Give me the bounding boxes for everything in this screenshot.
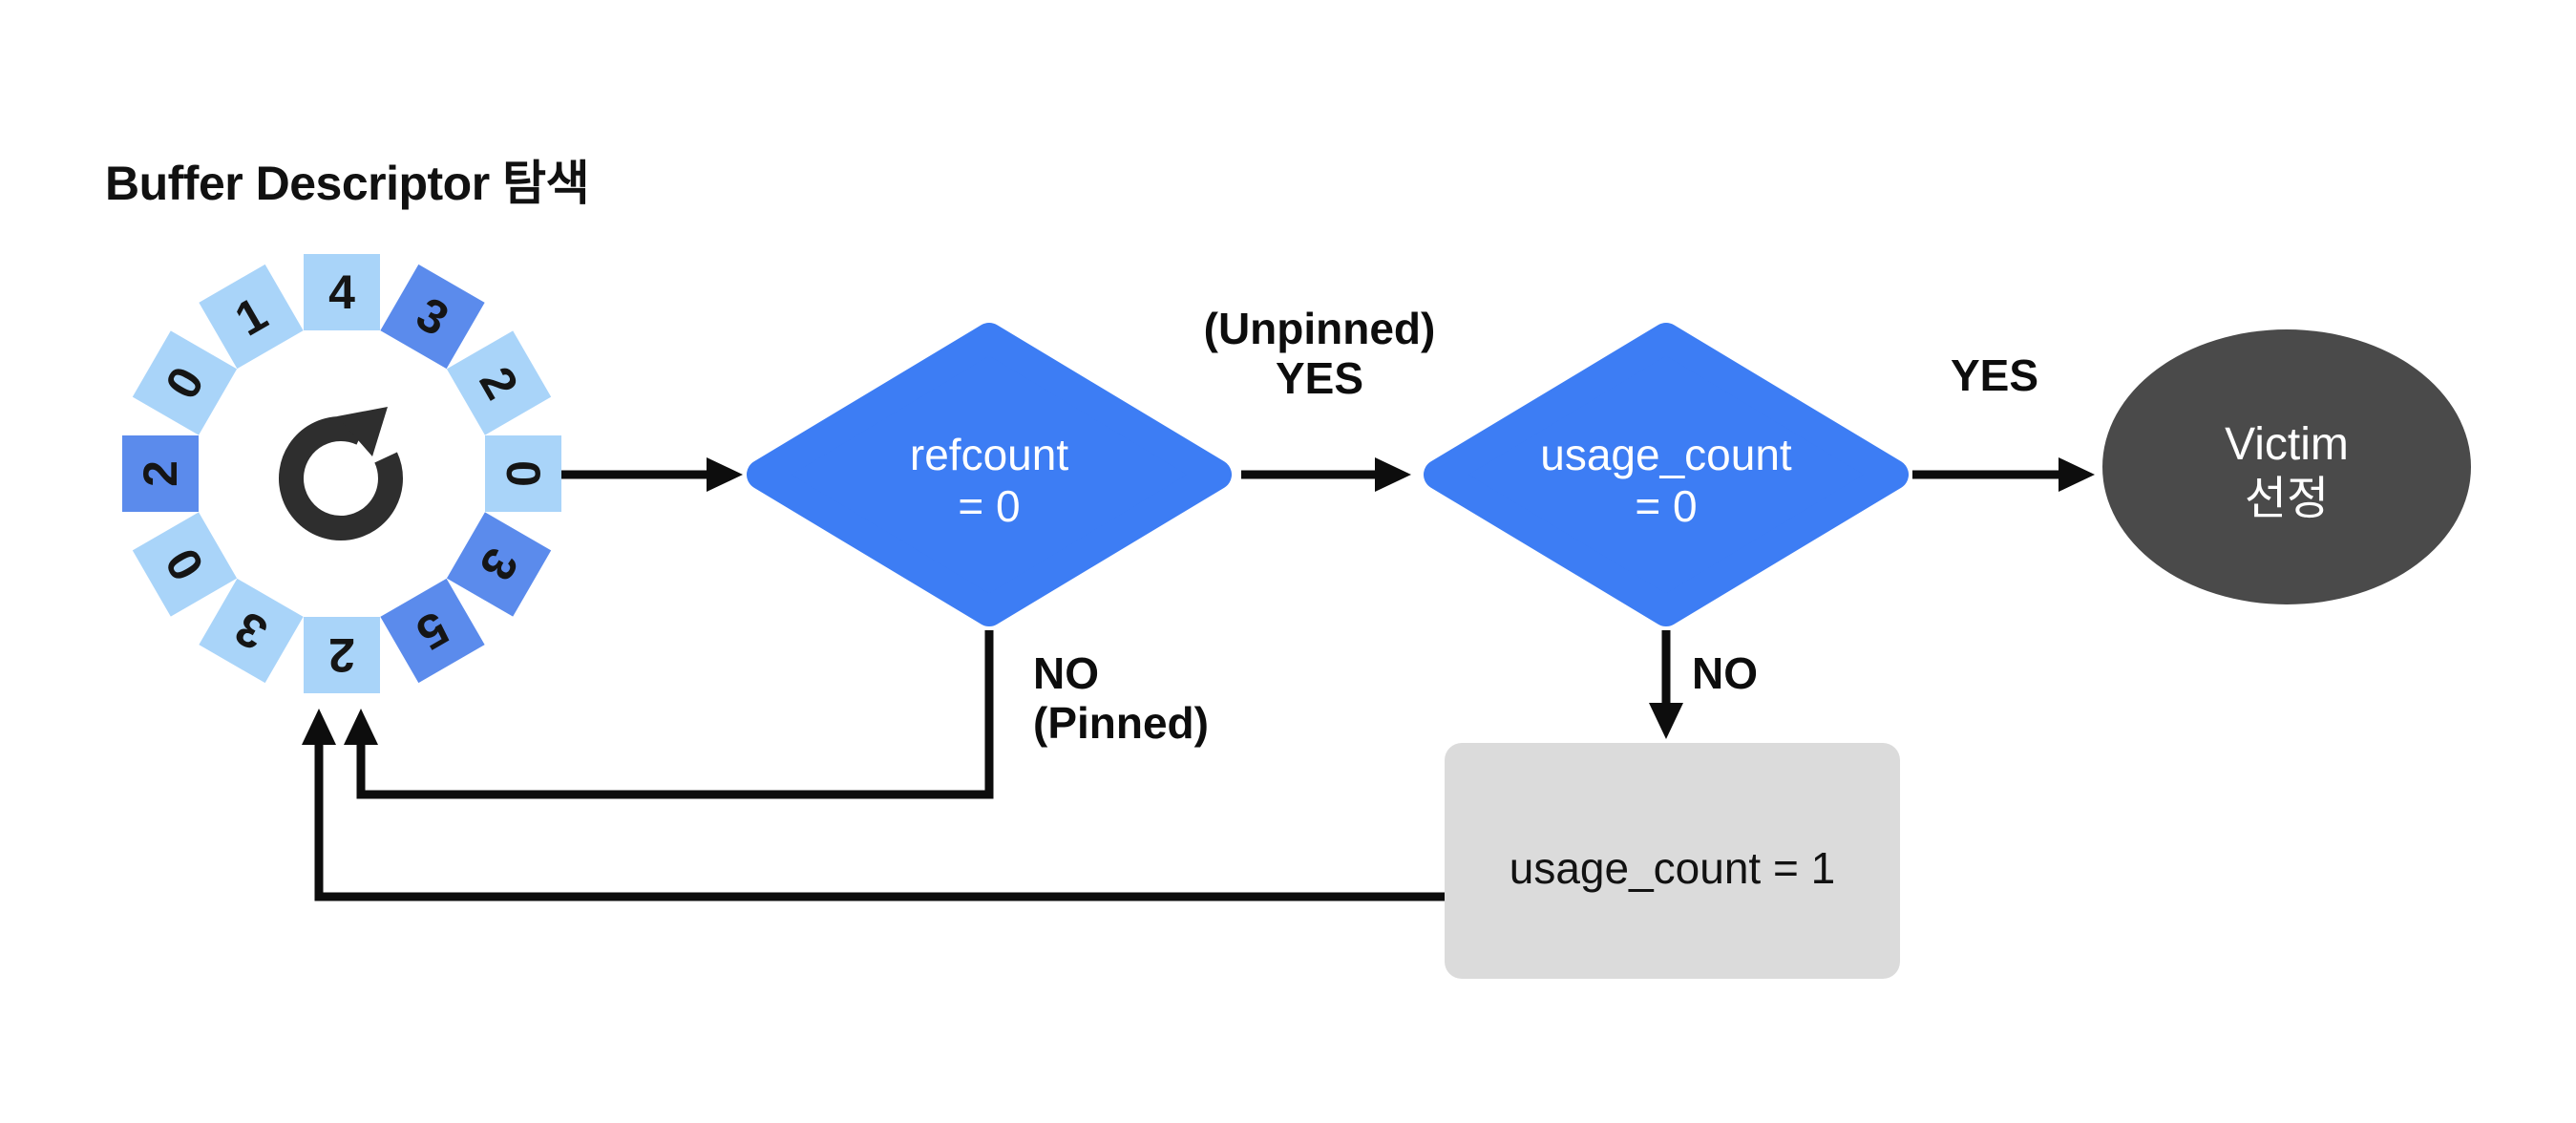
ring-slot: 2 — [122, 435, 199, 512]
ring-slot-value: 3 — [225, 601, 277, 661]
arrowhead-to-victim — [2059, 457, 2095, 492]
clockwise-rotation-icon — [279, 407, 403, 540]
refcount-label-line2: = 0 — [958, 481, 1021, 531]
ring-slot: 0 — [485, 435, 561, 512]
ring-slot: 3 — [199, 578, 304, 684]
edge-label-unpinned: (Unpinned) — [1203, 304, 1436, 353]
ring-slot-value: 2 — [469, 357, 529, 409]
ring-slot: 2 — [304, 617, 380, 693]
usage-count-set-label: usage_count = 1 — [1509, 842, 1836, 893]
usage-count-label-line2: = 0 — [1635, 481, 1698, 531]
ring-slot-value: 2 — [134, 460, 187, 487]
usage-count-set-node: usage_count = 1 — [1445, 743, 1900, 979]
ring-slot: 3 — [446, 512, 552, 617]
victim-label-line1: Victim — [2225, 419, 2349, 470]
ring-slot: 4 — [304, 254, 380, 330]
ring-slot-value: 3 — [469, 539, 529, 590]
victim-node: Victim 선정 — [2102, 329, 2471, 604]
arrowhead-to-refcount — [707, 457, 743, 492]
ring-slot-value: 0 — [496, 460, 550, 487]
ring-slot-value: 5 — [407, 601, 458, 661]
ring-slot: 2 — [446, 330, 552, 435]
page-title: Buffer Descriptor 탐색 — [105, 157, 590, 210]
ring-slot: 3 — [380, 264, 485, 370]
arrowhead-to-actionbox — [1649, 703, 1683, 739]
edge-label-pinned: (Pinned) — [1033, 698, 1209, 748]
victim-label-line2: 선정 — [2244, 474, 2330, 524]
ring-slot: 1 — [199, 264, 304, 370]
edge-label-no-1: NO — [1033, 648, 1099, 698]
usage-count-label-line1: usage_count — [1540, 430, 1792, 479]
ring-slot: 5 — [380, 578, 485, 684]
edge-label-no-2: NO — [1692, 648, 1758, 698]
edge-label-unpinned-yes: (Unpinned)YES — [1204, 304, 1436, 403]
diamond-shape — [1424, 323, 1909, 626]
arrowhead-return-inner — [344, 709, 378, 745]
ring-slot-value: 2 — [328, 628, 355, 682]
edge-label-usage-no: NO — [1692, 648, 1758, 698]
edge-label-yes-2: YES — [1951, 350, 2039, 400]
ring-slot-value: 0 — [155, 539, 215, 590]
edge-actionbox-return — [314, 745, 1445, 901]
ring-slot: 0 — [132, 512, 238, 617]
refcount-decision-node: refcount = 0 — [747, 323, 1232, 626]
diamond-shape — [747, 323, 1232, 626]
refcount-label-line1: refcount — [909, 430, 1069, 479]
arrowhead-to-usage — [1375, 457, 1411, 492]
edge-label-refcount-no: NO(Pinned) — [1033, 648, 1209, 748]
refcount-label: refcount = 0 — [747, 323, 1232, 626]
edge-label-usage-yes: YES — [1951, 350, 2038, 400]
ring-slot-value: 1 — [225, 286, 277, 347]
usage-count-label: usage_count = 0 — [1424, 323, 1909, 626]
edge-label-yes-1: YES — [1275, 353, 1364, 403]
ring-slot-value: 3 — [407, 286, 458, 347]
ring-slot-value: 4 — [328, 265, 355, 319]
ring-slot-value: 0 — [155, 357, 215, 409]
ring-slot: 0 — [132, 330, 238, 435]
arrowhead-return-outer — [302, 709, 336, 745]
usage-count-decision-node: usage_count = 0 — [1424, 323, 1909, 626]
